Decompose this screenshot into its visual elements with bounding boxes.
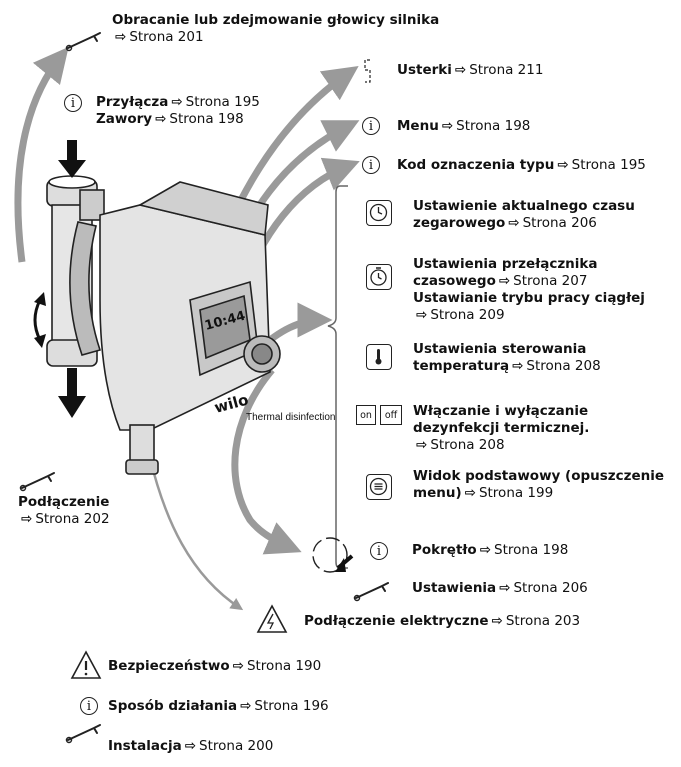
label-connection-page: ⇨Strona 202	[21, 511, 110, 527]
label-installation: Instalacja⇨Strona 200	[108, 738, 274, 754]
thermometer-icon	[366, 344, 392, 370]
info-icon: i	[362, 156, 380, 174]
arrow-motor-head	[14, 46, 69, 263]
label-continuous: Ustawianie trybu pracy ciągłej	[413, 290, 645, 306]
label-clock-1: Ustawienie aktualnego czasu	[413, 198, 635, 214]
wrench-icon	[65, 32, 101, 52]
label-connections: Przyłącza⇨Strona 195	[96, 94, 260, 110]
timer-icon	[366, 264, 392, 290]
label-settings: Ustawienia⇨Strona 206	[412, 580, 588, 596]
clock-icon	[366, 200, 392, 226]
info-icon: i	[64, 94, 82, 112]
wrench-icon	[65, 724, 101, 744]
label-electrical: Podłączenie elektryczne⇨Strona 203	[304, 613, 581, 629]
info-icon: i	[80, 697, 98, 715]
knob-rotate-icon	[312, 537, 348, 573]
off-button: off	[380, 405, 402, 425]
label-disinfection-1: Włączanie i wyłączanie	[413, 403, 589, 419]
label-timer-1: Ustawienia przełącznika	[413, 256, 598, 272]
label-operation: Sposób działania⇨Strona 196	[108, 698, 329, 714]
arrow-electrical	[148, 457, 244, 611]
label-knob: Pokrętło⇨Strona 198	[412, 542, 569, 558]
label-type-code: Kod oznaczenia typu⇨Strona 195	[397, 157, 646, 173]
label-faults: Usterki⇨Strona 211	[397, 62, 544, 78]
info-icon: i	[370, 542, 388, 560]
wrench-icon	[19, 472, 55, 492]
electric-warning-icon	[256, 604, 288, 633]
menu-list-icon	[366, 474, 392, 500]
label-connection: Podłączenie	[18, 494, 110, 510]
label-clock-2: zegarowego⇨Strona 206	[413, 215, 597, 231]
label-menu: Menu⇨Strona 198	[397, 118, 531, 134]
label-base-view-2: menu)⇨Strona 199	[413, 485, 554, 501]
warning-icon	[70, 650, 102, 679]
info-icon: i	[362, 117, 380, 135]
label-safety: Bezpieczeństwo⇨Strona 190	[108, 658, 322, 674]
label-continuous-page: ⇨Strona 209	[416, 307, 505, 323]
label-disinfection-page: ⇨Strona 208	[416, 437, 505, 453]
wrench-icon	[353, 582, 389, 602]
label-temperature-1: Ustawienia sterowania	[413, 341, 587, 357]
label-temperature-2: temperaturą⇨Strona 208	[413, 358, 601, 374]
thermal-caption: Thermal disinfection	[246, 412, 336, 423]
label-base-view-1: Widok podstawowy (opuszczenie	[413, 468, 665, 484]
settings-brace	[327, 185, 348, 569]
label-valves: Zawory⇨Strona 198	[96, 111, 244, 127]
label-timer-2: czasowego⇨Strona 207	[413, 273, 588, 289]
label-motor-head: Obracanie lub zdejmowanie głowicy silnik…	[112, 12, 440, 28]
fault-icon	[364, 59, 371, 83]
arrow-knob	[231, 367, 302, 555]
label-disinfection-2: dezynfekcji termicznej.	[413, 420, 590, 436]
label-motor-head-page: ⇨Strona 201	[115, 29, 204, 45]
on-button: on	[356, 405, 376, 425]
